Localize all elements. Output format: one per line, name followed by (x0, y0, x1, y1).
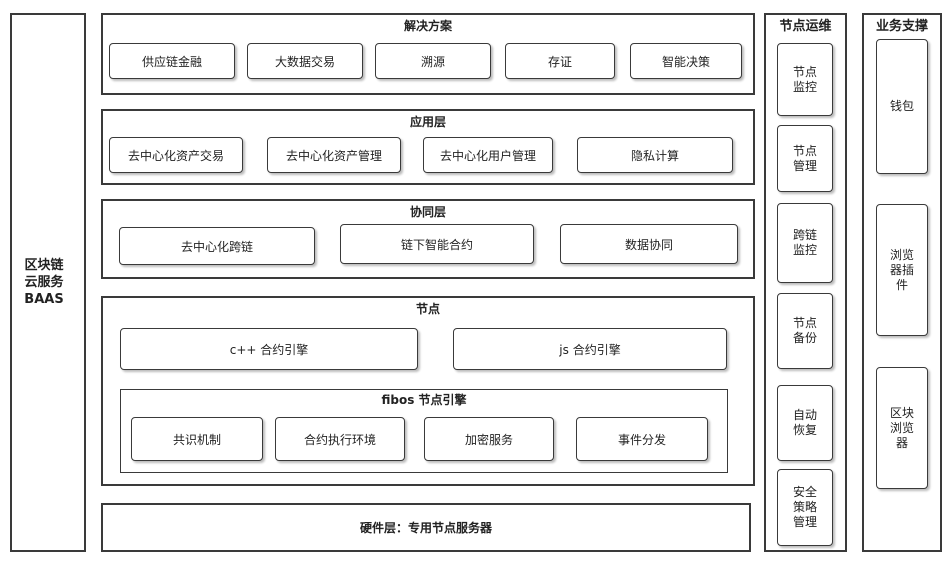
node-ops-section: 节点运维 节点 监控 节点 管理 跨链 监控 节点 备份 自动 恢复 安全 策略… (764, 13, 847, 552)
collab-item-data-collaboration: 数据协同 (560, 224, 738, 264)
node-ops-item-manage: 节点 管理 (777, 125, 833, 192)
fibos-engine-title: fibos 节点引擎 (381, 393, 467, 407)
node-ops-item-auto-recovery: 自动 恢复 (777, 385, 833, 461)
app-item-privacy-computing: 隐私计算 (577, 137, 733, 173)
node-ops-item-security-policy: 安全 策略 管理 (777, 469, 833, 546)
application-layer: 应用层 去中心化资产交易 去中心化资产管理 去中心化用户管理 隐私计算 (101, 109, 755, 185)
js-contract-engine: js 合约引擎 (453, 328, 727, 370)
collab-item-offchain-contract: 链下智能合约 (340, 224, 534, 264)
business-support-title: 业务支撑 (875, 19, 928, 34)
baas-label: 区块链 云服务 BAAS (24, 258, 64, 307)
solution-item-big-data-trading: 大数据交易 (247, 43, 363, 79)
fibos-item-event-dispatch: 事件分发 (576, 417, 708, 461)
hardware-layer-title: 硬件层：专用节点服务器 (359, 521, 492, 535)
solution-item-smart-decision: 智能决策 (630, 43, 742, 79)
solutions-title: 解决方案 (403, 19, 452, 33)
business-support-section: 业务支撑 钱包 浏览 器插 件 区块 浏览 器 (862, 13, 942, 552)
baas-panel: 区块链 云服务 BAAS (10, 13, 86, 552)
node-section: 节点 c++ 合约引擎 js 合约引擎 fibos 节点引擎 共识机制 合约执行… (101, 296, 755, 486)
application-layer-title: 应用层 (409, 115, 446, 129)
business-item-block-explorer: 区块 浏览 器 (876, 367, 928, 489)
fibos-item-consensus: 共识机制 (131, 417, 263, 461)
business-item-browser-plugin: 浏览 器插 件 (876, 204, 928, 336)
app-item-asset-trading: 去中心化资产交易 (109, 137, 243, 173)
solution-item-supply-chain-finance: 供应链金融 (109, 43, 235, 79)
business-item-wallet: 钱包 (876, 39, 928, 174)
fibos-engine: fibos 节点引擎 共识机制 合约执行环境 加密服务 事件分发 (120, 389, 728, 473)
node-ops-item-backup: 节点 备份 (777, 293, 833, 369)
app-item-user-management: 去中心化用户管理 (423, 137, 553, 173)
node-ops-item-monitor: 节点 监控 (777, 43, 833, 116)
cpp-contract-engine: c++ 合约引擎 (120, 328, 418, 370)
solutions-section: 解决方案 供应链金融 大数据交易 溯源 存证 智能决策 (101, 13, 755, 95)
solution-item-traceability: 溯源 (375, 43, 491, 79)
solution-item-evidence: 存证 (505, 43, 615, 79)
hardware-layer: 硬件层：专用节点服务器 (101, 503, 751, 552)
collaboration-layer-title: 协同层 (409, 205, 446, 219)
app-item-asset-management: 去中心化资产管理 (267, 137, 401, 173)
fibos-item-encryption: 加密服务 (424, 417, 554, 461)
collaboration-layer: 协同层 去中心化跨链 链下智能合约 数据协同 (101, 199, 755, 279)
node-ops-title: 节点运维 (779, 19, 832, 34)
node-title: 节点 (415, 302, 440, 316)
node-ops-item-crosschain-monitor: 跨链 监控 (777, 203, 833, 283)
collab-item-cross-chain: 去中心化跨链 (119, 227, 315, 265)
fibos-item-execution-env: 合约执行环境 (275, 417, 405, 461)
